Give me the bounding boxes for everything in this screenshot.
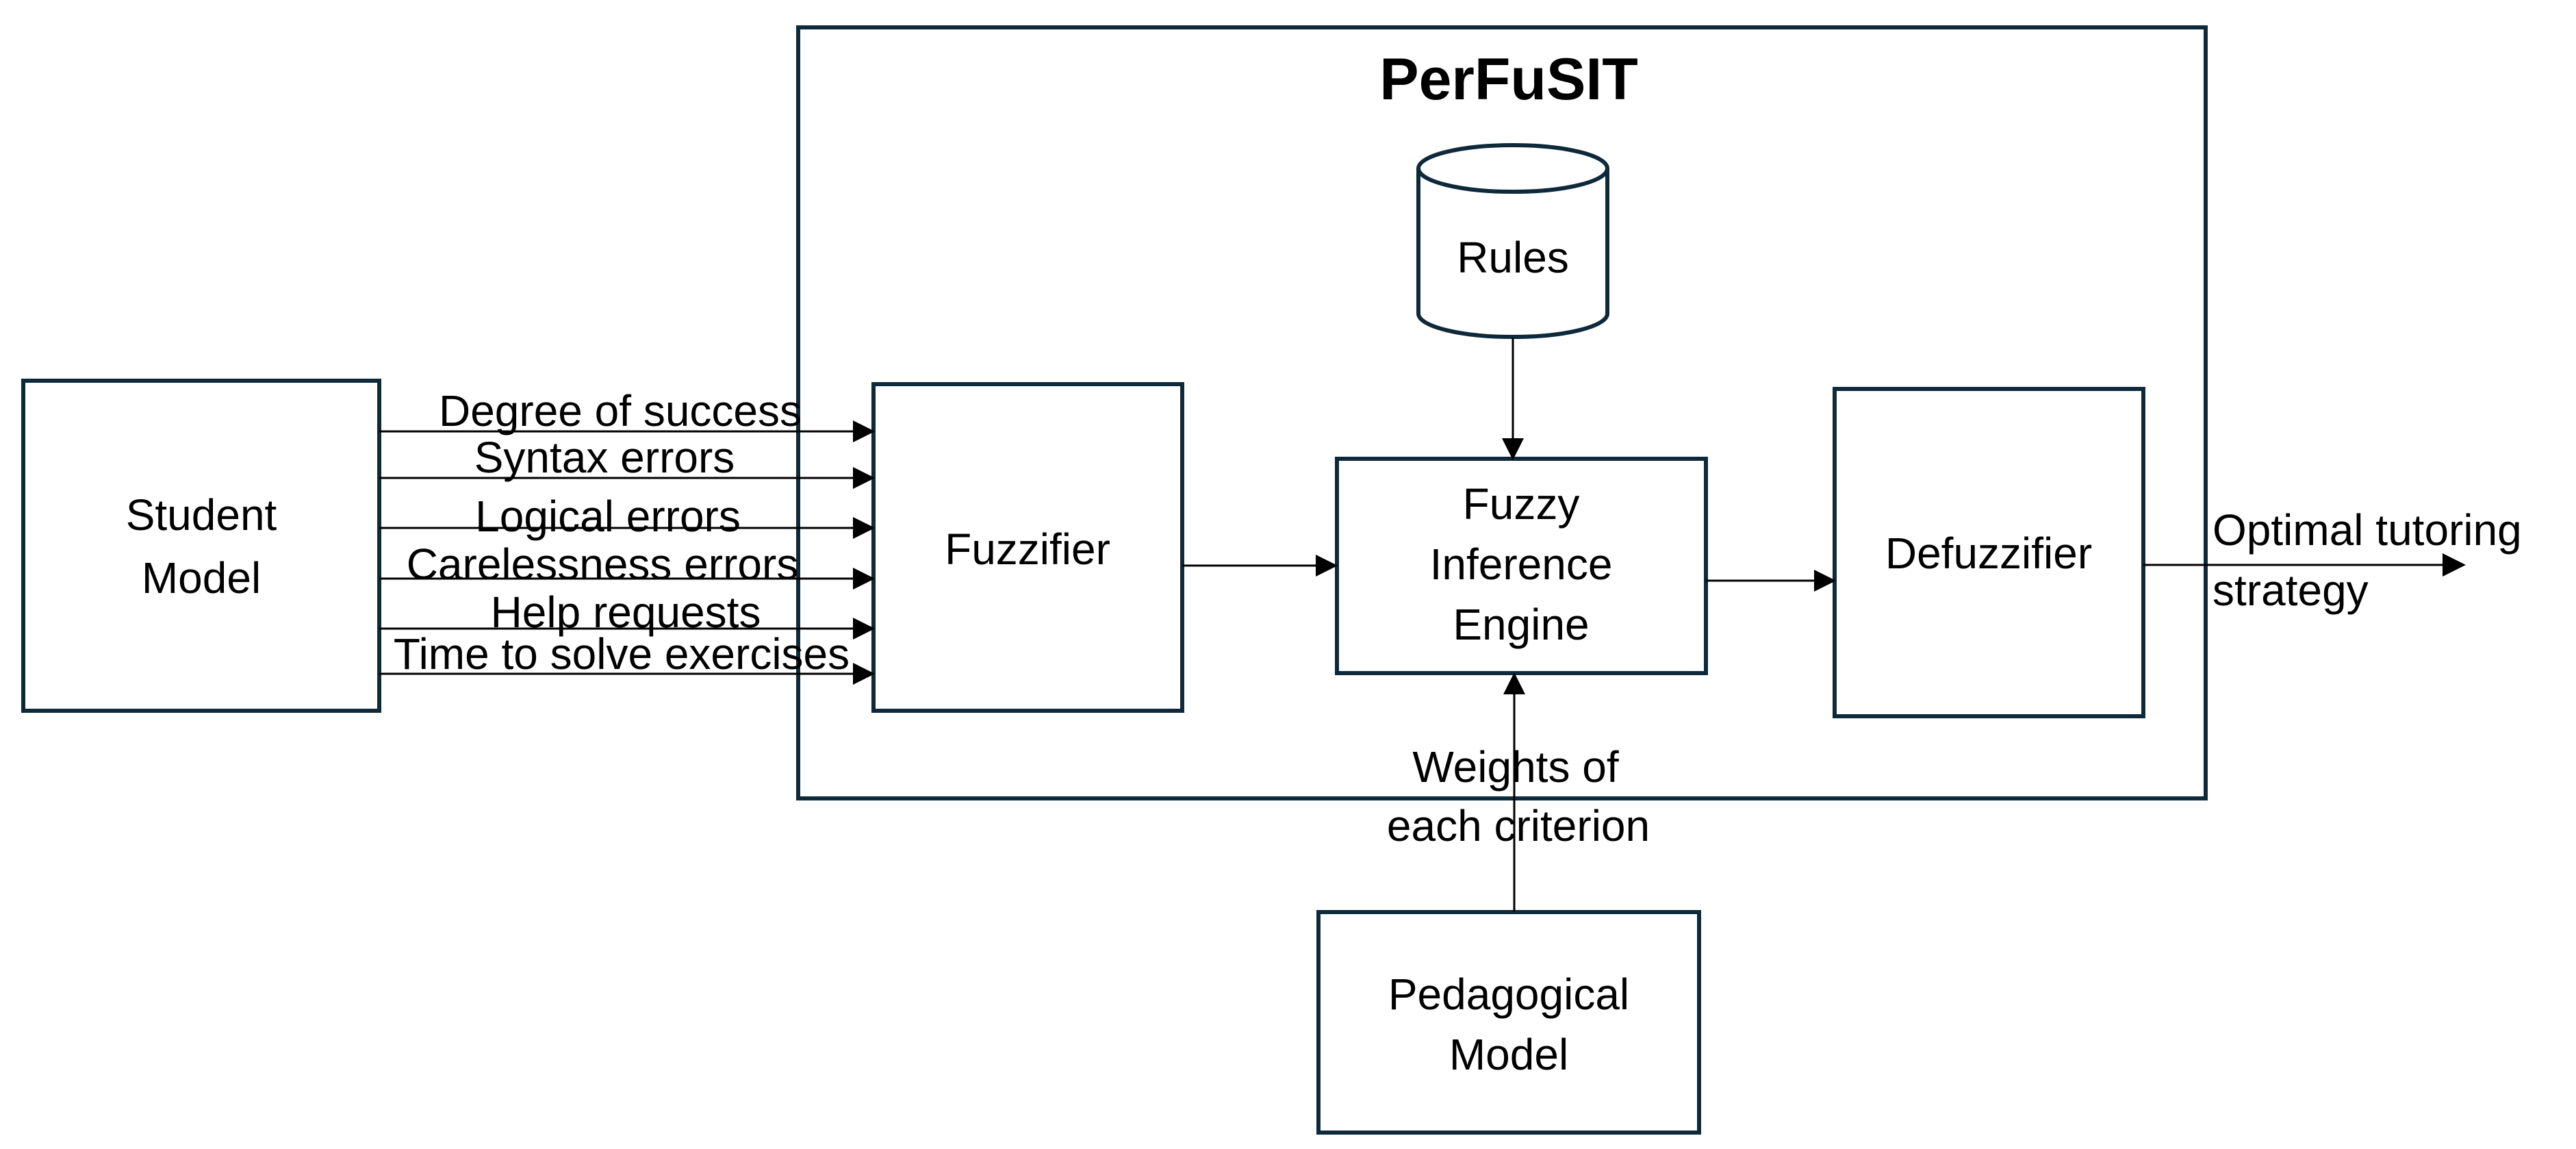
pedagogical-model-box (1316, 910, 1701, 1135)
input-label-time-to-solve-exercises: Time to solve exercises (394, 629, 850, 679)
input-arrows: Degree of success Syntax errors Logical … (379, 386, 875, 685)
input-arrowhead (853, 663, 875, 685)
rules-label: Rules (1457, 233, 1569, 282)
fuzzifier-to-engine-arrowhead (1316, 555, 1338, 577)
inference-engine-box (1335, 457, 1708, 675)
pedagogical-model-label-line2: Model (1449, 1030, 1568, 1079)
inference-engine-label-line2: Inference (1430, 540, 1613, 589)
fuzzifier-box (871, 382, 1184, 713)
system-title: PerFuSIT (1379, 47, 1638, 112)
output-label-line1: Optimal tutoring (2212, 505, 2522, 555)
input-arrowhead (853, 618, 875, 640)
inference-engine-label-line3: Engine (1453, 600, 1589, 649)
student-model-box (21, 379, 381, 713)
input-arrowhead (853, 420, 875, 442)
weights-arrowhead (1503, 672, 1525, 694)
weights-label-line2: each criterion (1387, 801, 1650, 850)
engine-to-defuzzifier-arrowhead (1814, 570, 1836, 592)
input-label-logical-errors: Logical errors (475, 492, 741, 541)
student-model-label-line1: Student (126, 490, 277, 540)
rules-cylinder-body (1416, 168, 1609, 339)
rules-to-engine-arrowhead (1502, 438, 1524, 460)
input-label-syntax-errors: Syntax errors (474, 433, 735, 482)
output-arrowhead (2443, 553, 2466, 577)
student-model-label-line2: Model (142, 553, 261, 603)
fuzzifier-label: Fuzzifier (945, 525, 1110, 574)
defuzzifier-box (1833, 387, 2145, 718)
input-arrowhead (853, 568, 875, 590)
input-arrowhead (853, 467, 875, 489)
input-label-degree-of-success: Degree of success (439, 386, 802, 435)
pedagogical-model-label-line1: Pedagogical (1388, 970, 1629, 1019)
defuzzifier-label: Defuzzifier (1885, 529, 2092, 578)
input-label-help-requests: Help requests (491, 588, 761, 637)
rules-cylinder-top (1416, 143, 1609, 194)
weights-label-line1: Weights of (1412, 742, 1618, 792)
input-arrowhead (853, 517, 875, 539)
input-label-carelessness-errors: Carelessness errors (407, 540, 799, 589)
rules-database: Rules (1416, 143, 1609, 339)
inference-engine-label-line1: Fuzzy (1463, 479, 1580, 529)
output-label-line2: strategy (2212, 566, 2369, 615)
